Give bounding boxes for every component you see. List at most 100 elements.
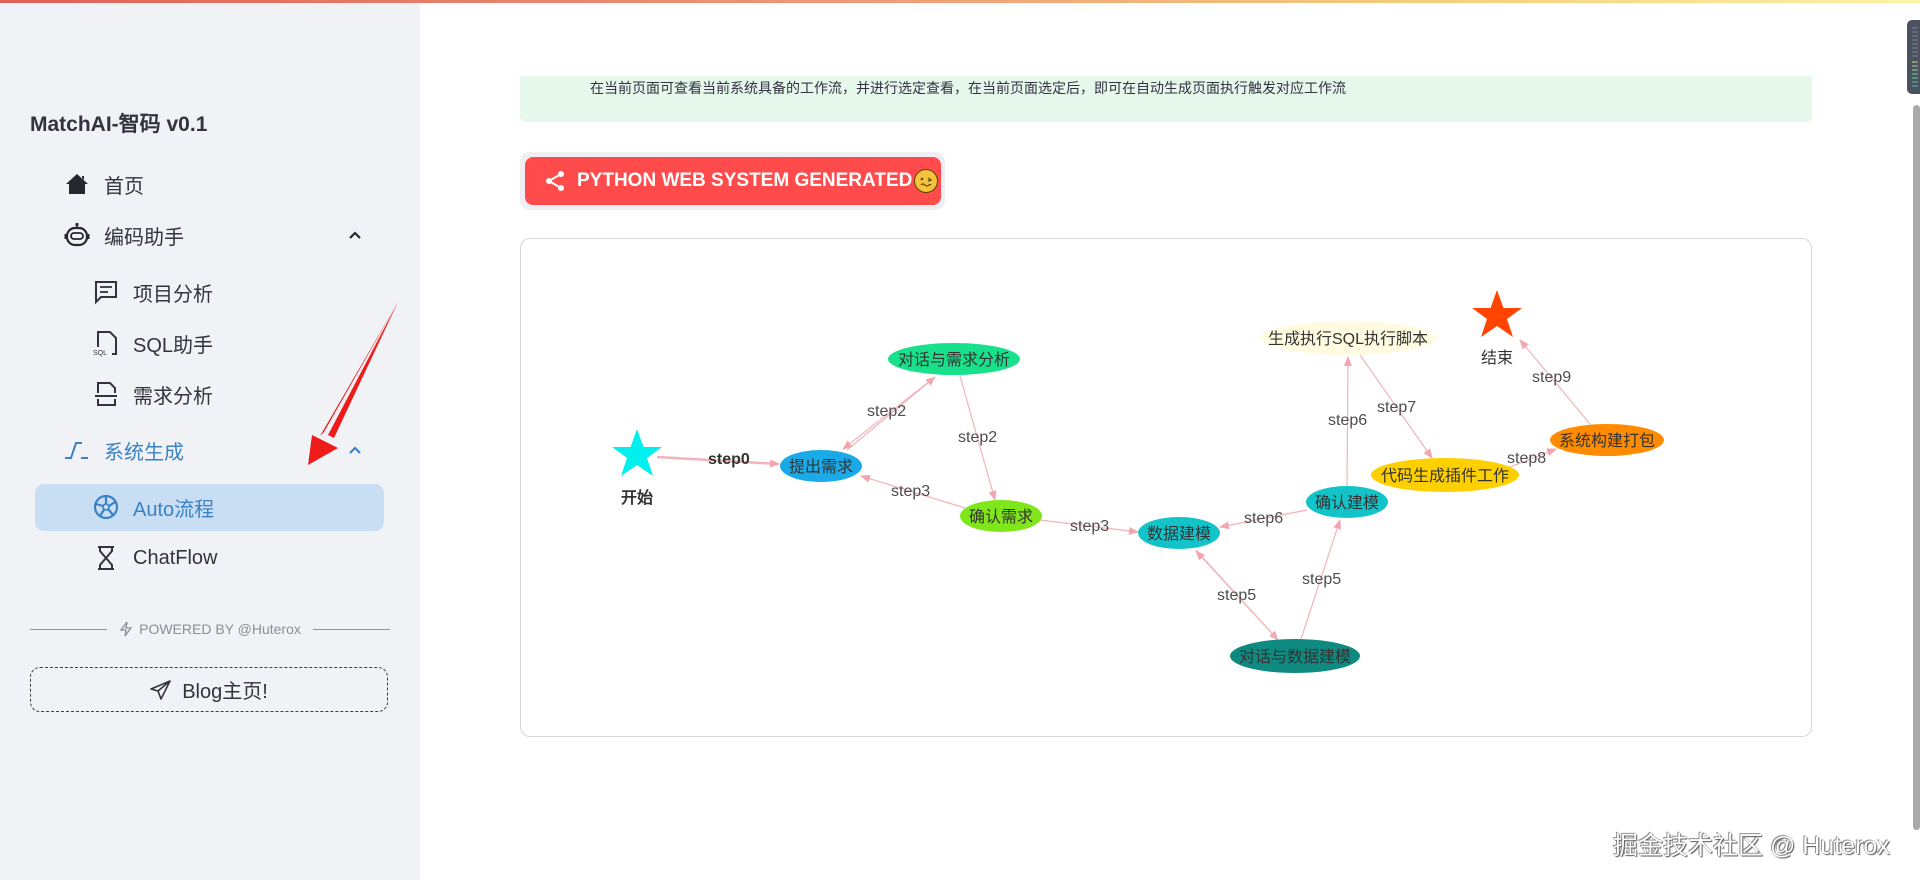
node-dialog-requirement-analysis[interactable]: 对话与需求分析 <box>888 343 1020 375</box>
node-label: 生成执行SQL执行脚本 <box>1268 330 1428 348</box>
edge-step6-b <box>1343 356 1352 487</box>
send-icon <box>150 679 172 700</box>
star-icon <box>1472 290 1522 337</box>
edge-label: step2 <box>867 403 906 420</box>
edge-label: step6 <box>1244 510 1283 527</box>
divider <box>312 628 390 630</box>
woozy-face-emoji-icon <box>914 169 939 193</box>
star-icon <box>612 429 662 476</box>
blog-home-button[interactable]: Blog主页! <box>30 667 388 712</box>
share-icon <box>546 171 564 191</box>
edge-label: step2 <box>958 429 997 446</box>
node-system-build-package[interactable]: 系统构建打包 <box>1550 424 1664 456</box>
node-codegen-plugin[interactable]: 代码生成插件工作 <box>1371 458 1519 492</box>
node-end[interactable]: 结束 <box>1472 290 1522 367</box>
edge-label: step7 <box>1377 399 1416 416</box>
top-decoration-bar <box>0 0 1920 3</box>
node-start[interactable]: 开始 <box>612 429 662 507</box>
watermark: 掘金技术社区 @ Huterox <box>1613 832 1890 860</box>
audio-meter-widget <box>1907 20 1920 94</box>
node-label: 对话与数据建模 <box>1239 648 1351 666</box>
graph-nodes: 开始 提出需求 对话与需求分析 确认需求 数据建模 对话与数据建模 确认建模 <box>612 290 1664 673</box>
edge-label: step3 <box>891 483 930 500</box>
node-confirm-requirement[interactable]: 确认需求 <box>960 500 1042 532</box>
powered-by: POWERED BY @Huterox <box>30 617 390 641</box>
edge-label: step9 <box>1532 369 1571 386</box>
sidebar-item-label: Auto流程 <box>133 498 215 521</box>
node-confirm-modeling[interactable]: 确认建模 <box>1306 486 1388 518</box>
edge-label: step5 <box>1302 571 1341 588</box>
sidebar-item-system-generation[interactable]: 系统生成 <box>64 430 184 470</box>
edge-labels: step0 step2 step2 step3 step3 step5 step… <box>708 369 1571 604</box>
document-icon <box>93 381 119 407</box>
powered-by-text: POWERED BY @Huterox <box>139 621 301 637</box>
node-generate-sql-script[interactable]: 生成执行SQL执行脚本 <box>1260 321 1436 355</box>
python-web-system-generated-button[interactable]: PYTHON WEB SYSTEM GENERATED <box>525 157 941 205</box>
sidebar-item-project-analysis[interactable]: 项目分析 <box>93 272 213 312</box>
node-label: 确认建模 <box>1315 494 1379 512</box>
chevron-up-icon[interactable] <box>345 440 365 460</box>
sidebar-item-coding-assistant[interactable]: 编码助手 <box>64 215 184 255</box>
edge-step5-back <box>1195 550 1279 641</box>
node-data-modeling[interactable]: 数据建模 <box>1138 517 1220 549</box>
node-label: 提出需求 <box>789 458 853 476</box>
edge-label: step6 <box>1328 412 1367 429</box>
step-chart-icon <box>64 437 90 463</box>
run-button-label: PYTHON WEB SYSTEM GENERATED <box>577 170 913 191</box>
home-icon <box>64 171 90 197</box>
edge-step0 <box>656 455 780 468</box>
node-label: 代码生成插件工作 <box>1381 467 1509 485</box>
svg-text:SQL: SQL <box>93 350 107 357</box>
active-item-highlight <box>35 484 384 531</box>
aperture-icon <box>93 494 119 520</box>
edge-label: step8 <box>1507 450 1546 467</box>
info-banner-text: 在当前页面可查看当前系统具备的工作流，并进行选定查看，在当前页面选定后，即可在自… <box>590 80 1346 96</box>
sidebar: MatchAI-智码 v0.1 首页 编码助手 项目分析 SQL SQL助手 需… <box>0 0 420 880</box>
workflow-graph-panel[interactable] <box>520 238 1812 737</box>
edge-step3-b <box>1039 519 1139 535</box>
sql-file-icon: SQL <box>93 330 119 357</box>
edge-step7 <box>1359 354 1433 459</box>
divider <box>30 628 108 630</box>
sidebar-item-label: 需求分析 <box>133 385 213 408</box>
page-scrollbar[interactable] <box>1913 105 1920 830</box>
info-banner: 在当前页面可查看当前系统具备的工作流，并进行选定查看，在当前页面选定后，即可在自… <box>520 76 1812 122</box>
graph-edges <box>656 339 1591 641</box>
robot-icon <box>64 222 90 248</box>
sidebar-item-label: 编码助手 <box>104 226 184 249</box>
edge-step8 <box>1509 448 1557 468</box>
edge-step2-back <box>842 376 936 450</box>
node-label: 数据建模 <box>1147 525 1211 543</box>
node-label: 系统构建打包 <box>1559 432 1655 450</box>
edge-step9 <box>1519 339 1591 425</box>
red-annotation-arrow-icon <box>308 302 398 465</box>
hourglass-icon <box>93 545 119 571</box>
sidebar-item-label: SQL助手 <box>133 334 214 357</box>
sidebar-item-chatflow[interactable]: ChatFlow <box>93 538 217 578</box>
chat-lines-icon <box>93 279 119 305</box>
sidebar-item-label: 项目分析 <box>133 283 213 306</box>
sidebar-item-label: 首页 <box>104 175 144 198</box>
node-label: 开始 <box>621 488 653 507</box>
edge-label: step5 <box>1217 587 1256 604</box>
node-label: 确认需求 <box>969 508 1033 526</box>
edge-label: step3 <box>1070 518 1109 535</box>
edge-step3-a <box>860 474 966 509</box>
sidebar-item-auto-flow[interactable]: Auto流程 <box>93 487 214 527</box>
blog-button-label: Blog主页! <box>182 681 268 703</box>
node-dialog-data-modeling[interactable]: 对话与数据建模 <box>1230 639 1360 673</box>
sidebar-item-label: ChatFlow <box>133 546 218 569</box>
edge-step5-b <box>1300 519 1341 640</box>
edge-step6-a <box>1219 509 1308 530</box>
app-title: MatchAI-智码 v0.1 <box>30 113 208 136</box>
sidebar-item-sql-assistant[interactable]: SQL SQL助手 <box>93 323 213 363</box>
node-label: 结束 <box>1481 349 1513 367</box>
chevron-up-icon[interactable] <box>345 225 365 245</box>
sidebar-item-requirement-analysis[interactable]: 需求分析 <box>93 374 213 414</box>
edge-step2-b <box>959 375 997 501</box>
lightning-icon <box>119 621 133 637</box>
node-label: 对话与需求分析 <box>898 351 1010 369</box>
sidebar-item-home[interactable]: 首页 <box>64 164 144 204</box>
node-submit-requirement[interactable]: 提出需求 <box>780 450 862 482</box>
